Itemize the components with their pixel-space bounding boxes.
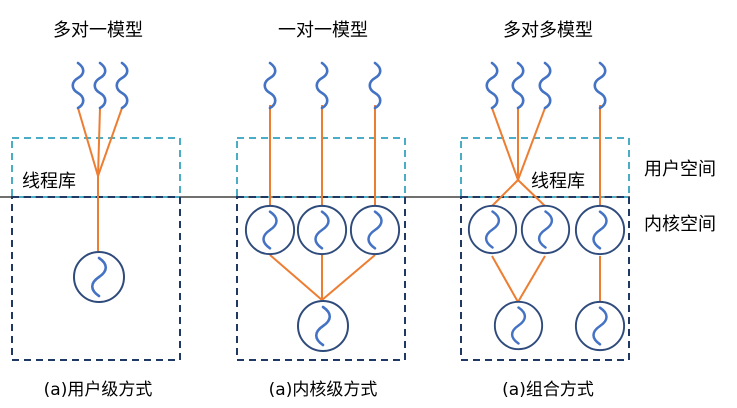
panel-caption: (a)用户级方式: [44, 380, 153, 400]
wavy-thread-icon: [71, 61, 85, 110]
circle-s-thread-icon: [467, 204, 518, 255]
circle-s-thread-icon: [574, 204, 626, 256]
circle-s-thread-icon: [72, 250, 126, 304]
panel-many-to-many: 多对多模型 线程库 (a)组合方式: [460, 20, 630, 400]
user-space-box: [11, 137, 181, 198]
circle-s-thread-icon: [244, 204, 296, 256]
circle-s-thread-icon: [520, 204, 571, 255]
panel-title: 多对一模型: [53, 20, 143, 41]
wavy-thread-icon: [538, 61, 552, 110]
panel-title: 多对多模型: [503, 20, 593, 41]
circle-s-thread-icon: [296, 299, 350, 353]
user-space-box: [460, 137, 630, 198]
panel-caption: (a)内核级方式: [269, 380, 378, 400]
wavy-thread-icon: [115, 61, 129, 110]
library-label: 线程库: [531, 171, 585, 192]
circle-s-thread-icon: [574, 300, 626, 352]
user-space-label: 用户空间: [644, 159, 716, 180]
wavy-thread-icon: [315, 61, 329, 110]
circle-s-thread-icon: [296, 204, 348, 256]
wavy-thread-icon: [93, 61, 107, 110]
library-label: 线程库: [22, 171, 76, 192]
connectors: [491, 105, 601, 303]
wavy-thread-icon: [485, 61, 499, 110]
wavy-thread-icon: [263, 61, 277, 110]
kernel-space-label: 内核空间: [644, 214, 716, 235]
circle-s-thread-icon: [493, 300, 544, 351]
panel-many-to-one: 多对一模型 线程库 (a)用户级方式: [11, 20, 181, 400]
kernel-space-box: [11, 196, 181, 361]
kernel-space-box: [460, 196, 630, 361]
connectors: [269, 105, 376, 301]
wavy-thread-icon: [511, 61, 525, 110]
panel-caption: (a)组合方式: [502, 380, 594, 400]
wavy-thread-icon: [368, 61, 382, 110]
connectors: [77, 107, 123, 252]
panel-title: 一对一模型: [278, 20, 368, 41]
circle-s-thread-icon: [349, 204, 401, 256]
panel-one-to-one: 一对一模型 (a)内核级方式: [236, 20, 406, 400]
wavy-thread-icon: [593, 61, 607, 110]
